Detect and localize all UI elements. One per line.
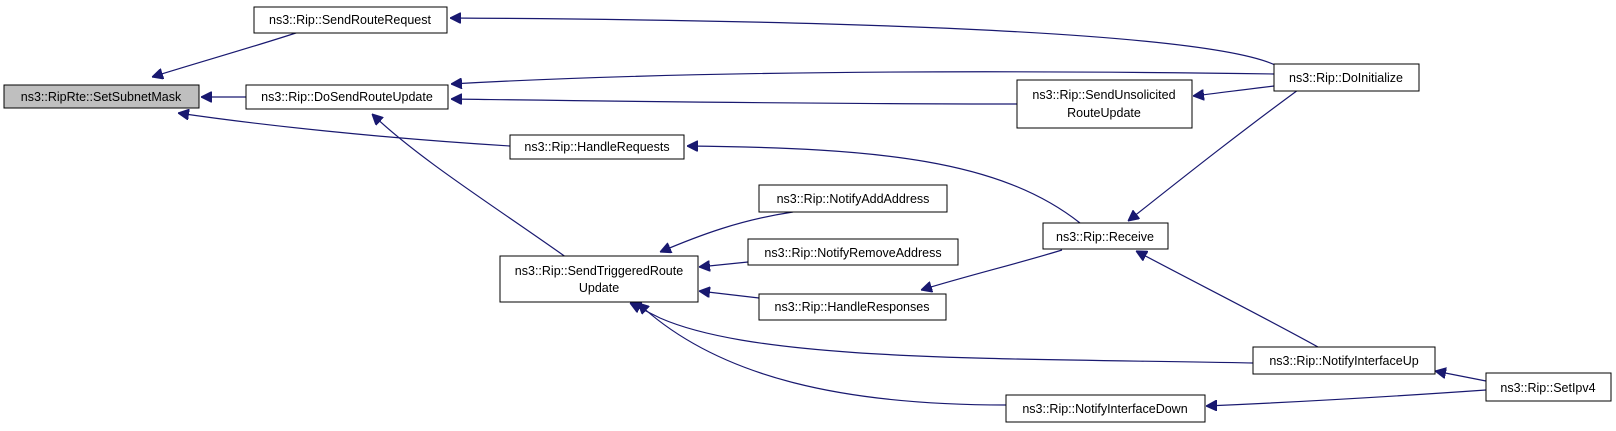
node-label: ns3::Rip::HandleRequests xyxy=(524,140,669,154)
node-label: ns3::Rip::DoInitialize xyxy=(1289,71,1403,85)
edge-sendunsolicited-to-dosendrouteupdate xyxy=(451,99,1018,104)
edge-handleresponses-to-sendtriggered xyxy=(699,291,760,299)
node-label: ns3::Rip::NotifyInterfaceDown xyxy=(1022,402,1187,416)
node-label-line-2: Update xyxy=(579,281,619,295)
edge-handlerequests-to-root xyxy=(178,113,511,147)
edge-notifyremoveaddress-to-sendtriggered xyxy=(699,262,749,267)
node-label: ns3::Rip::SendRouteRequest xyxy=(269,13,431,27)
node-label: ns3::Rip::NotifyRemoveAddress xyxy=(764,246,941,260)
edge-doinitialize-to-sendunsolicited xyxy=(1193,85,1275,96)
edge-sendrouterequest-to-root xyxy=(152,30,303,77)
edge-setipv4-to-notifyinterfacedown xyxy=(1206,389,1487,406)
edge-setipv4-to-notifyinterfaceup xyxy=(1435,371,1487,382)
node-notify-remove-address[interactable]: ns3::Rip::NotifyRemoveAddress xyxy=(747,238,959,266)
edge-sendtriggered-to-dosendrouteupdate xyxy=(372,114,571,261)
node-notify-add-address[interactable]: ns3::Rip::NotifyAddAddress xyxy=(758,184,948,213)
edge-notifyinterfaceup-to-receive xyxy=(1136,251,1319,348)
node-handle-requests[interactable]: ns3::Rip::HandleRequests xyxy=(509,134,685,160)
node-notify-interface-up[interactable]: ns3::Rip::NotifyInterfaceUp xyxy=(1252,346,1436,375)
node-label: ns3::Rip::DoSendRouteUpdate xyxy=(261,90,433,104)
node-label: ns3::Rip::HandleResponses xyxy=(775,300,930,314)
node-label: ns3::Rip::SetIpv4 xyxy=(1500,381,1595,395)
edge-receive-to-handleresponses xyxy=(921,249,1063,290)
node-label-line-2: RouteUpdate xyxy=(1067,106,1141,120)
edge-notifyaddaddress-to-sendtriggered xyxy=(660,211,794,252)
node-set-ipv4[interactable]: ns3::Rip::SetIpv4 xyxy=(1485,372,1612,402)
node-label-line-1: ns3::Rip::SendUnsolicited xyxy=(1032,88,1175,102)
node-send-route-request[interactable]: ns3::Rip::SendRouteRequest xyxy=(253,6,448,34)
node-label-line-1: ns3::Rip::SendTriggeredRoute xyxy=(515,264,683,278)
node-send-unsolicited-route-update[interactable]: ns3::Rip::SendUnsolicited RouteUpdate xyxy=(1016,79,1193,129)
node-label: ns3::Rip::NotifyAddAddress xyxy=(777,192,930,206)
node-do-initialize[interactable]: ns3::Rip::DoInitialize xyxy=(1273,63,1420,92)
node-label: ns3::Rip::Receive xyxy=(1056,230,1154,244)
node-do-send-route-update[interactable]: ns3::Rip::DoSendRouteUpdate xyxy=(245,84,449,110)
node-receive[interactable]: ns3::Rip::Receive xyxy=(1042,222,1169,250)
edge-receive-to-handlerequests xyxy=(687,146,1081,224)
node-label: ns3::RipRte::SetSubnetMask xyxy=(21,90,182,104)
node-notify-interface-down[interactable]: ns3::Rip::NotifyInterfaceDown xyxy=(1005,394,1206,423)
edge-doinitialize-to-receive xyxy=(1128,89,1299,221)
node-set-subnet-mask[interactable]: ns3::RipRte::SetSubnetMask xyxy=(3,84,200,109)
node-send-triggered-route-update[interactable]: ns3::Rip::SendTriggeredRoute Update xyxy=(499,255,699,303)
edge-doinitialize-to-dosendrouteupdate xyxy=(451,71,1275,84)
edge-doinitialize-to-sendrouterequest xyxy=(450,18,1276,66)
edge-notifyinterfaceup-to-sendtriggered xyxy=(630,303,1254,364)
node-handle-responses[interactable]: ns3::Rip::HandleResponses xyxy=(758,293,947,321)
edge-notifyinterfacedown-to-sendtriggered xyxy=(638,303,1007,406)
node-label: ns3::Rip::NotifyInterfaceUp xyxy=(1269,354,1418,368)
